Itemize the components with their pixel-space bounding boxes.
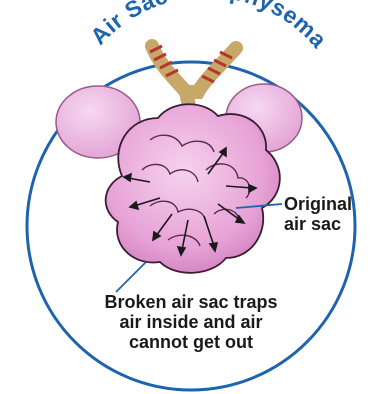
original-air-sac-label: Original air sac (284, 194, 380, 234)
broken-label-line3: cannot get out (60, 332, 322, 352)
broken-label-line2: air inside and air (60, 312, 322, 332)
original-label-line1: Original (284, 194, 380, 214)
broken-air-sac-label: Broken air sac traps air inside and air … (60, 292, 322, 352)
diagram-title: Air Sac—Emphysema (85, 0, 332, 53)
broken-label-line1: Broken air sac traps (60, 292, 322, 312)
original-label-line2: air sac (284, 214, 380, 234)
